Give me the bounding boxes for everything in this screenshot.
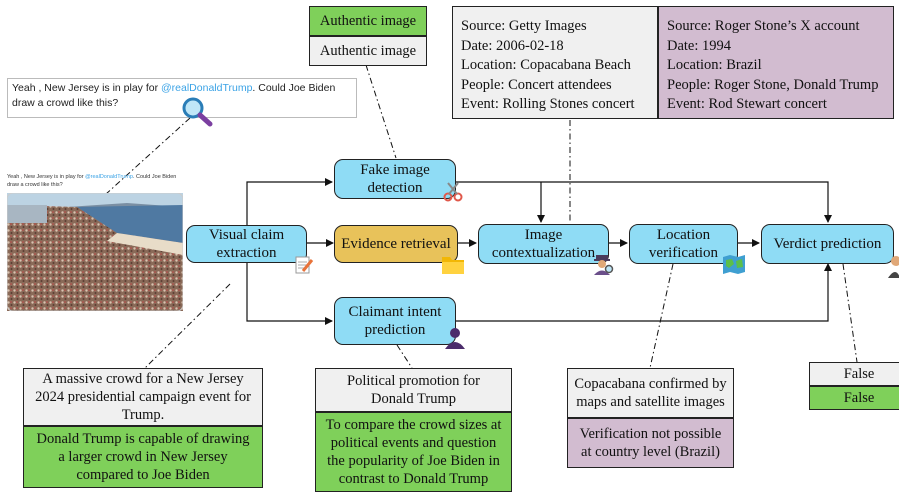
thumbnail-mention: @realDonaldTrump xyxy=(85,174,133,180)
box-text: Verification not possible at country lev… xyxy=(579,426,722,460)
node-label: Claimant intent prediction xyxy=(348,304,442,338)
tweet-text: Yeah , New Jersey is in play for xyxy=(12,82,162,94)
box-text: Authentic image xyxy=(319,43,417,59)
scissors-icon xyxy=(443,182,463,202)
context-line: Source: Roger Stone’s X account xyxy=(667,18,860,34)
context-line: Date: 1994 xyxy=(667,37,732,54)
box-text: Donald Trump is capable of drawing a lar… xyxy=(36,431,250,483)
context-line: Location: Brazil xyxy=(667,57,762,73)
claim-ground-truth: Donald Trump is capable of drawing a lar… xyxy=(23,426,263,488)
tweet-mention[interactable]: @realDonaldTrump xyxy=(161,82,253,94)
map-icon xyxy=(723,255,745,274)
image-contextualization-node[interactable]: Image contextualization xyxy=(478,224,609,264)
crowd-photo xyxy=(7,193,183,311)
box-text: A massive crowd for a New Jersey 2024 pr… xyxy=(35,371,251,423)
context-line: Event: Rolling Stones concert xyxy=(461,96,635,112)
detective-icon xyxy=(594,255,614,275)
location-prediction: Copacabana confirmed by maps and satelli… xyxy=(567,368,734,418)
intent-ground-truth: To compare the crowd sizes at political … xyxy=(315,412,512,492)
node-label: Verdict prediction xyxy=(773,236,882,252)
context-line: Source: Getty Images xyxy=(461,18,587,34)
intent-prediction: Political promotion for Donald Trump xyxy=(315,368,512,412)
evidence-retrieval-node[interactable]: Evidence retrieval xyxy=(334,225,458,263)
context-ground-truth: Source: Roger Stone’s X account Date: 19… xyxy=(658,6,894,119)
context-prediction: Source: Getty Images Date: 2006-02-18 Lo… xyxy=(452,6,658,119)
location-ground-truth: Verification not possible at country lev… xyxy=(567,418,734,468)
claim-prediction: A massive crowd for a New Jersey 2024 pr… xyxy=(23,368,263,426)
thumbnail-caption: Yeah , New Jersey is in play for @realDo… xyxy=(7,174,183,192)
tweet-card: Yeah , New Jersey is in play for @realDo… xyxy=(7,78,357,118)
box-text: To compare the crowd sizes at political … xyxy=(325,417,502,487)
context-line: Event: Rod Stewart concert xyxy=(667,96,827,112)
context-line: Location: Copacabana Beach xyxy=(461,57,631,73)
verdict-prediction-node[interactable]: Verdict prediction xyxy=(761,224,894,264)
memo-icon xyxy=(295,256,314,274)
box-text: Political promotion for Donald Trump xyxy=(347,373,480,407)
node-label: Evidence retrieval xyxy=(341,236,451,252)
box-text: Copacabana confirmed by maps and satelli… xyxy=(574,376,727,410)
claimant-intent-prediction-node[interactable]: Claimant intent prediction xyxy=(334,297,456,345)
thumbnail-text-end: . Could Joe Biden draw a crowd like this… xyxy=(7,174,177,188)
person-icon xyxy=(445,328,465,349)
box-text: Authentic image xyxy=(319,13,417,29)
context-line: People: Concert attendees xyxy=(461,76,612,93)
fake-detection-ground-truth: Authentic image xyxy=(309,36,427,66)
fake-detection-prediction: Authentic image xyxy=(309,6,427,36)
node-label: Visual claim extraction xyxy=(208,227,285,261)
thumbnail-text: Yeah , New Jersey is in play for xyxy=(7,174,86,180)
location-verification-node[interactable]: Location verification xyxy=(629,224,738,264)
magnifier-icon xyxy=(182,97,213,127)
box-text: False xyxy=(843,366,875,382)
node-label: Location verification xyxy=(648,227,719,261)
judge-icon xyxy=(888,256,899,278)
node-label: Fake image detection xyxy=(360,162,430,196)
fake-image-detection-node[interactable]: Fake image detection xyxy=(334,159,456,199)
box-text: False xyxy=(843,390,875,406)
visual-claim-extraction-node[interactable]: Visual claim extraction xyxy=(186,225,307,263)
folder-icon xyxy=(442,257,464,274)
verdict-prediction-output: False xyxy=(809,362,899,386)
context-line: Date: 2006-02-18 xyxy=(461,37,564,54)
tweet-text-end: . Could Joe Biden draw a crowd like this… xyxy=(12,82,336,109)
verdict-ground-truth: False xyxy=(809,386,899,410)
context-line: People: Roger Stone, Donald Trump xyxy=(667,76,879,93)
node-label: Image contextualization xyxy=(491,227,596,261)
